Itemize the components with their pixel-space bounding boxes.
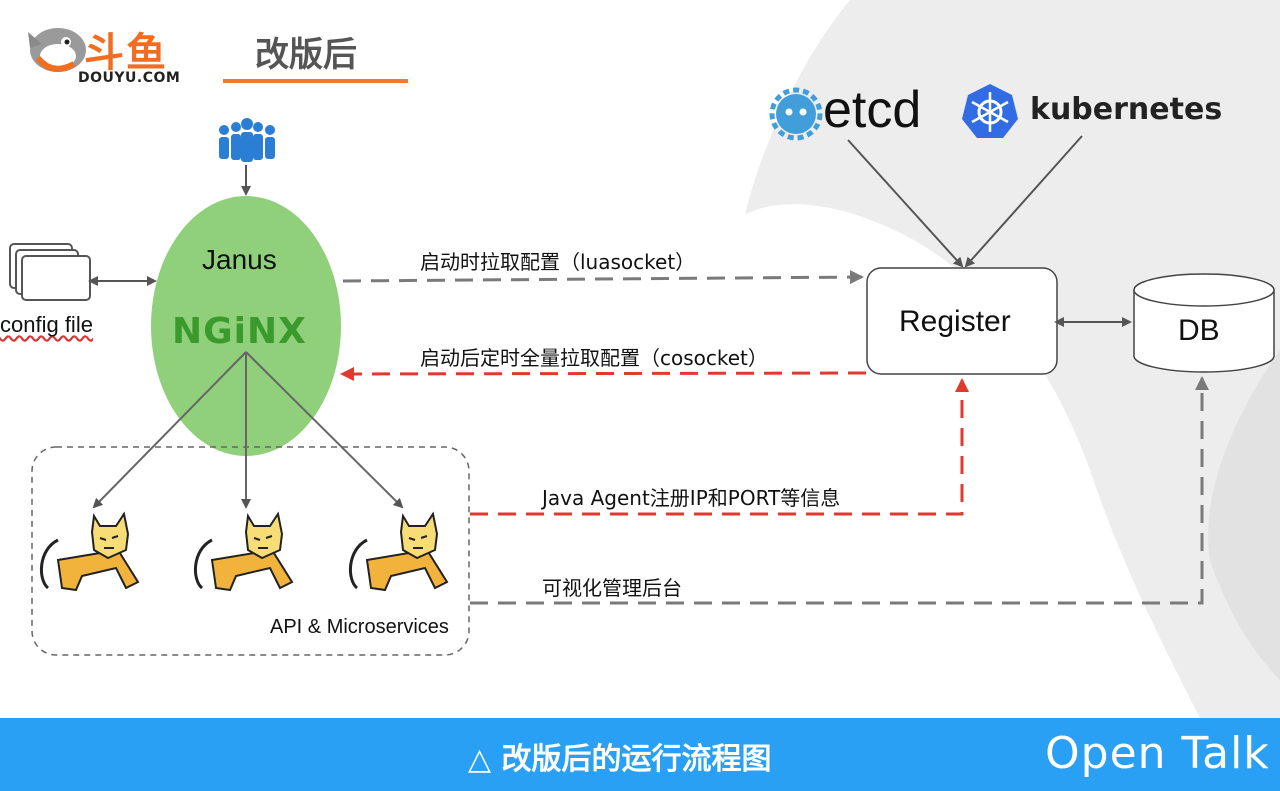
nginx-to-tomcat-3 <box>245 351 404 509</box>
api-group-box <box>31 446 470 656</box>
etcd-to-register-arrow <box>847 139 964 268</box>
douyu-shark-logo <box>28 28 86 72</box>
scheduled-pull-arrow <box>340 366 867 381</box>
page-title: 改版后 <box>255 35 357 75</box>
diagram-canvas <box>9 84 1275 656</box>
etcd-label: etcd <box>823 81 922 139</box>
agent-register-arrow <box>470 378 969 516</box>
kubernetes-label: kubernetes <box>1030 92 1223 127</box>
config-files-icon <box>9 243 91 301</box>
logo-text-cn: 斗鱼 <box>84 30 168 76</box>
footer-caption: △ 改版后的运行流程图 <box>468 742 772 777</box>
admin-ui-arrow <box>470 376 1209 605</box>
pull-on-start-arrow <box>342 270 864 285</box>
kubernetes-logo <box>962 84 1018 138</box>
etcd-logo <box>769 87 823 141</box>
tomcat-icon <box>193 511 294 592</box>
title-underline <box>223 79 408 83</box>
register-label: Register <box>899 305 1011 338</box>
janus-ellipse <box>151 196 341 456</box>
scheduled-pull-label: 启动后定时全量拉取配置（cosocket） <box>420 346 768 370</box>
tomcat-icon <box>39 511 140 592</box>
admin-ui-label: 可视化管理后台 <box>542 576 682 600</box>
nginx-label: NGiNX <box>172 311 307 352</box>
agent-register-label: Java Agent注册IP和PORT等信息 <box>542 486 841 510</box>
tomcat-icon <box>348 511 449 592</box>
db-label: DB <box>1178 314 1220 347</box>
config-file-label: config file <box>0 312 93 337</box>
janus-label: Janus <box>202 244 277 275</box>
footer-brand: Open Talk <box>1045 728 1270 779</box>
api-microservices-label: API & Microservices <box>270 616 449 638</box>
nginx-to-tomcat-1 <box>92 351 247 509</box>
pull-on-start-label: 启动时拉取配置（luasocket） <box>420 250 696 274</box>
douyu-logo: 斗鱼 DOUYU.COM <box>22 18 182 88</box>
k8s-to-register-arrow <box>964 135 1083 268</box>
footer-bar <box>0 718 1280 791</box>
logo-text-en: DOUYU.COM <box>78 70 181 86</box>
users-group-icon <box>219 118 275 162</box>
database-cylinder <box>1133 273 1275 373</box>
